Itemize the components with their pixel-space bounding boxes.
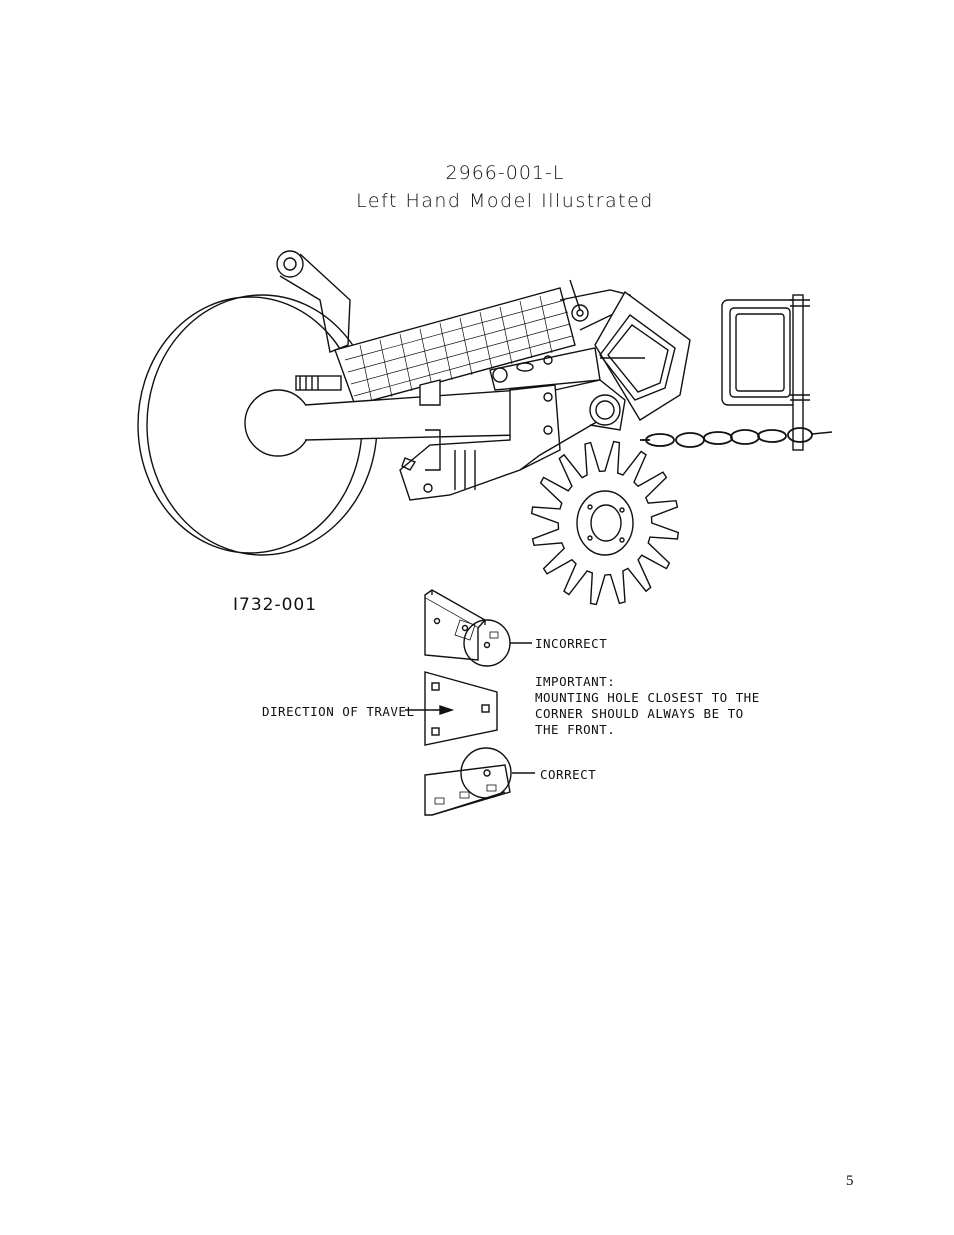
- spiked-closing-wheel: [530, 440, 680, 606]
- upper-arm: [276, 250, 351, 353]
- tube-clamp: [594, 290, 691, 421]
- linkage: [489, 347, 626, 431]
- important-line-1: MOUNTING HOLE CLOSEST TO THE: [535, 690, 760, 705]
- page-number: 5: [846, 1173, 854, 1189]
- important-line-2: CORNER SHOULD ALWAYS BE TO: [535, 706, 744, 721]
- spring-assembly: [295, 279, 633, 406]
- incorrect-label: INCORRECT: [535, 636, 608, 651]
- part-number: I732-001: [233, 595, 318, 615]
- bracket-top-view: [405, 671, 498, 746]
- important-heading: IMPORTANT:: [535, 674, 616, 689]
- bracket-correct-view: [424, 747, 535, 816]
- important-line-3: THE FRONT.: [535, 722, 616, 737]
- main-frame: [304, 379, 601, 501]
- toolbar-bracket: [721, 294, 810, 451]
- chain: [640, 427, 833, 448]
- model-subtitle: Left Hand Model Illustrated: [356, 190, 654, 212]
- bracket-incorrect-view: [424, 589, 532, 667]
- correct-label: CORRECT: [540, 767, 597, 782]
- direction-of-travel-label: DIRECTION OF TRAVEL: [262, 704, 415, 719]
- model-number: 2966-001-L: [445, 162, 565, 184]
